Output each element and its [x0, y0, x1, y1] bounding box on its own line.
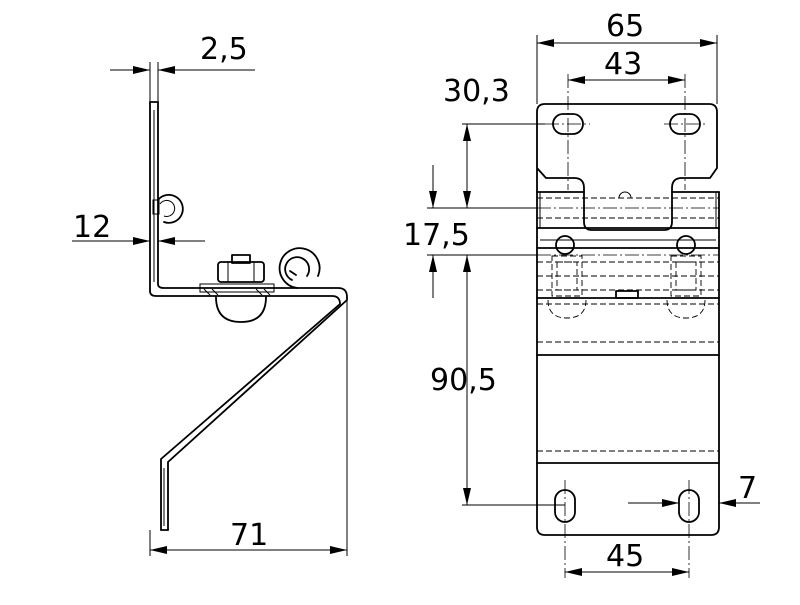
dim-depth-label: 71	[230, 518, 268, 553]
front-hinge	[536, 191, 720, 241]
dim-eye-offset-label: 12	[73, 210, 111, 245]
front-hardware	[536, 235, 720, 319]
dim-thickness-label: 2,5	[200, 32, 248, 67]
side-small-eye	[157, 193, 184, 224]
dim-bottom-offset-label: 7	[738, 471, 757, 506]
dim-top-hole-height-label: 30,3	[443, 74, 510, 109]
side-profile-inner	[157, 101, 348, 531]
front-body	[536, 191, 720, 536]
dim-main-height-label: 90,5	[430, 363, 497, 398]
dim-hinge-height-label: 17,5	[403, 218, 470, 253]
side-hatch	[203, 288, 271, 296]
dim-total-width-label: 65	[606, 9, 644, 44]
dim-thickness: 2,5	[110, 32, 255, 102]
front-top-flange	[536, 103, 718, 231]
dim-top-hole-height: 30,3	[443, 74, 545, 209]
dim-bottom-width: 45	[565, 539, 689, 576]
dim-main-height: 90,5	[430, 255, 565, 506]
mid-hole-right	[676, 235, 696, 255]
side-view: 2,5 12 71	[72, 32, 348, 556]
front-view: 65 43 30,3 17,5	[403, 9, 760, 578]
side-curl	[278, 247, 321, 289]
dim-depth: 71	[149, 300, 348, 556]
dim-bottom-offset: 7	[628, 471, 760, 512]
dim-bottom-width-label: 45	[606, 539, 644, 574]
center-clip	[615, 290, 639, 299]
side-nut-bolt	[199, 254, 275, 323]
dim-inner-width: 43	[568, 47, 685, 84]
dim-eye-offset: 12	[72, 210, 205, 245]
side-profile-outer	[149, 101, 341, 531]
mid-hole-left	[555, 235, 575, 255]
dim-total-width: 65	[536, 9, 718, 104]
side-eye-mark	[152, 199, 160, 215]
dim-hinge-height: 17,5	[403, 165, 537, 298]
dim-inner-width-label: 43	[604, 47, 642, 82]
